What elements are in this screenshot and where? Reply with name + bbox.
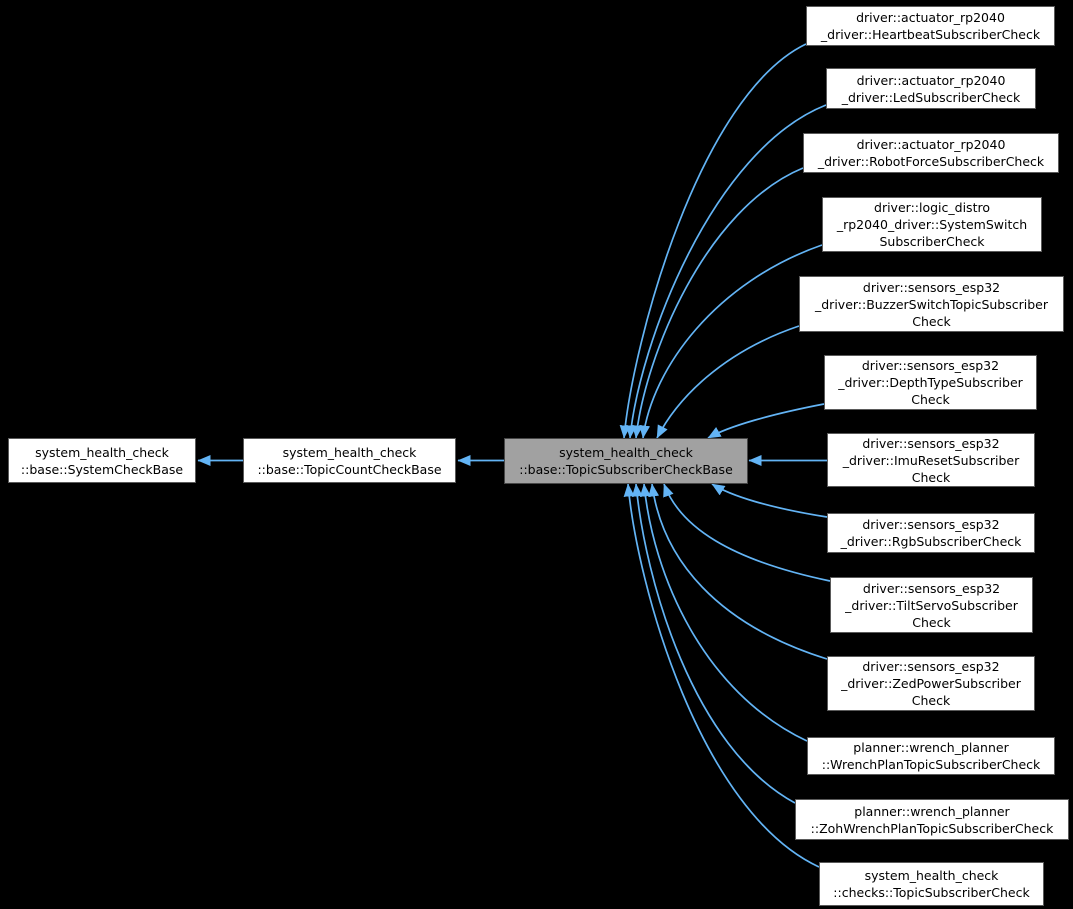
class-node-wrench-plan-topic-subscriber-check[interactable]: planner::wrench_planner ::WrenchPlanTopi… [807, 737, 1055, 775]
class-node-system-switch-subscriber-check[interactable]: driver::logic_distro _rp2040_driver::Sys… [822, 197, 1042, 252]
class-node-zoh-wrench-plan-topic-subscriber-check[interactable]: planner::wrench_planner ::ZohWrenchPlanT… [795, 799, 1069, 840]
class-node-buzzer-switch-topic-subscriber-check[interactable]: driver::sensors_esp32 _driver::BuzzerSwi… [799, 276, 1064, 332]
class-node-topic-subscriber-check-base[interactable]: system_health_check ::base::TopicSubscri… [504, 438, 748, 484]
inheritance-arrow-led-subscriber-check--topic-subscriber-check-base [625, 104, 827, 439]
class-node-heartbeat-subscriber-check[interactable]: driver::actuator_rp2040 _driver::Heartbe… [806, 6, 1055, 46]
inheritance-arrow-checks-topic-subscriber-check--topic-subscriber-check-base [623, 483, 820, 868]
class-node-checks-topic-subscriber-check[interactable]: system_health_check ::checks::TopicSubsc… [819, 862, 1044, 906]
inheritance-arrow-wrench-plan-topic-subscriber-check--topic-subscriber-check-base [639, 483, 808, 742]
inheritance-arrow-rgb-subscriber-check--topic-subscriber-check-base [711, 483, 828, 518]
class-node-rgb-subscriber-check[interactable]: driver::sensors_esp32 _driver::RgbSubscr… [827, 513, 1035, 553]
inheritance-arrow-depth-type-subscriber-check--topic-subscriber-check-base [707, 403, 825, 439]
class-node-led-subscriber-check[interactable]: driver::actuator_rp2040 _driver::LedSubs… [826, 68, 1036, 109]
class-node-tilt-servo-subscriber-check[interactable]: driver::sensors_esp32 _driver::TiltServo… [830, 577, 1033, 633]
inheritance-arrow-tilt-servo-subscriber-check--topic-subscriber-check-base [663, 483, 831, 582]
inheritance-arrow-system-switch-subscriber-check--topic-subscriber-check-base [639, 244, 823, 439]
class-node-robot-force-subscriber-check[interactable]: driver::actuator_rp2040 _driver::RobotFo… [803, 133, 1059, 173]
class-node-system-check-base[interactable]: system_health_check ::base::SystemCheckB… [8, 438, 196, 483]
inheritance-arrow-heartbeat-subscriber-check--topic-subscriber-check-base [619, 43, 807, 439]
class-node-zed-power-subscriber-check[interactable]: driver::sensors_esp32 _driver::ZedPowerS… [827, 656, 1035, 711]
class-node-imu-reset-subscriber-check[interactable]: driver::sensors_esp32 _driver::ImuResetS… [827, 433, 1035, 487]
inheritance-arrow-zoh-wrench-plan-topic-subscriber-check--topic-subscriber-check-base [631, 483, 796, 804]
inheritance-arrow-zed-power-subscriber-check--topic-subscriber-check-base [648, 483, 828, 660]
inheritance-arrow-buzzer-switch-topic-subscriber-check--topic-subscriber-check-base [656, 325, 800, 439]
class-node-depth-type-subscriber-check[interactable]: driver::sensors_esp32 _driver::DepthType… [824, 355, 1037, 410]
inheritance-arrow-robot-force-subscriber-check--topic-subscriber-check-base [631, 167, 804, 439]
class-node-topic-count-check-base[interactable]: system_health_check ::base::TopicCountCh… [243, 438, 456, 483]
